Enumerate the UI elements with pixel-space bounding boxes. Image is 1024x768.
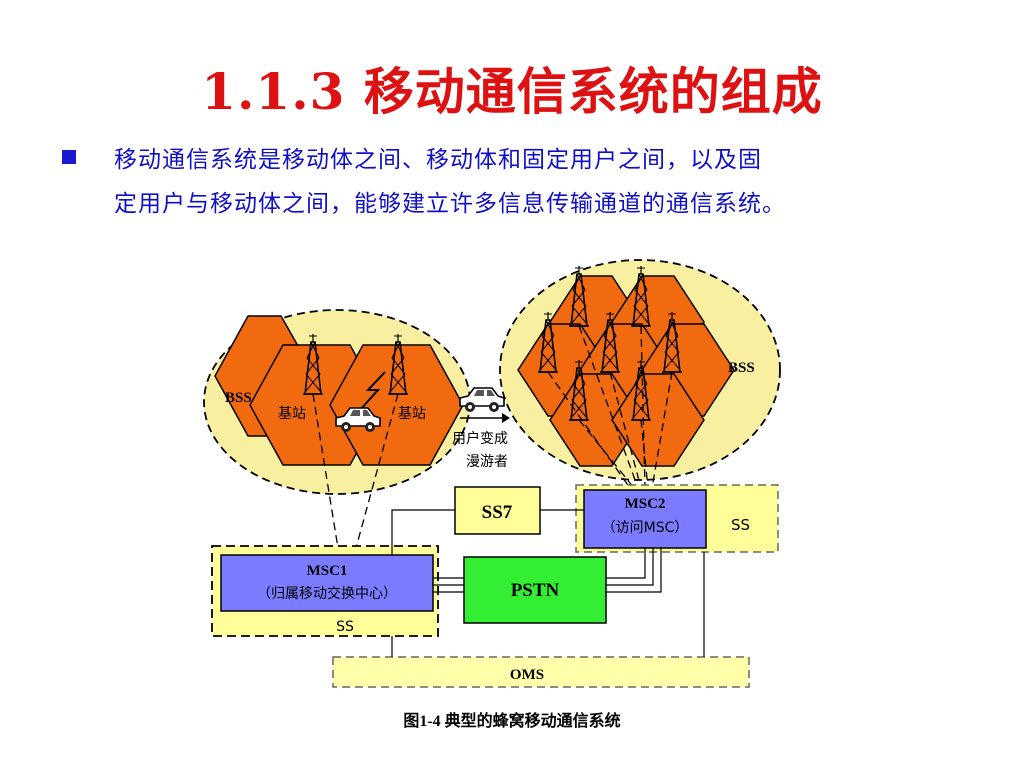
msc2-label-line2: （访问MSC） xyxy=(602,520,689,536)
oms-box xyxy=(332,656,750,688)
base-station-left-label: 基站 xyxy=(278,405,306,422)
lightning-icon xyxy=(359,371,386,411)
msc2-label-line1: MSC2 xyxy=(625,496,666,512)
bullet-text: 移动通信系统是移动体之间、移动体和固定用户之间，以及固 定用户与移动体之间，能够… xyxy=(114,138,994,226)
bullet-square-icon xyxy=(62,150,76,164)
bullet-text-line2: 定用户与移动体之间，能够建立许多信息传输通道的通信系统。 xyxy=(114,191,786,217)
roaming-label-line2: 漫游者 xyxy=(466,454,508,470)
bss-left-label: BSS xyxy=(225,390,252,406)
bss-right-label: BSS xyxy=(728,360,755,376)
msc1-box xyxy=(220,554,434,612)
pstn-box xyxy=(463,556,607,624)
pstn-label: PSTN xyxy=(511,580,560,601)
slide-title: 1.1.3 移动通信系统的组成 xyxy=(201,62,823,121)
oms-label: OMS xyxy=(510,667,544,683)
connection-lines xyxy=(391,509,705,657)
hex-cell-left-b xyxy=(329,344,464,466)
radio-links xyxy=(312,325,673,549)
msc1-label-line2: （归属移动交换中心） xyxy=(257,585,397,602)
bullet-text-line1: 移动通信系统是移动体之间、移动体和固定用户之间，以及固 xyxy=(114,147,762,173)
ss-right-label: SS xyxy=(731,516,750,534)
msc1-label-line1: MSC1 xyxy=(307,563,348,579)
ss-left-label: SS xyxy=(336,619,354,635)
base-station-right-label: 基站 xyxy=(398,405,426,422)
ss7-label: SS7 xyxy=(482,502,513,523)
roaming-arrow-head xyxy=(502,413,510,423)
msc2-box xyxy=(583,489,707,549)
roaming-label-line1: 用户变成 xyxy=(452,430,508,447)
figure-caption: 图1-4 典型的蜂窝移动通信系统 xyxy=(403,711,620,730)
